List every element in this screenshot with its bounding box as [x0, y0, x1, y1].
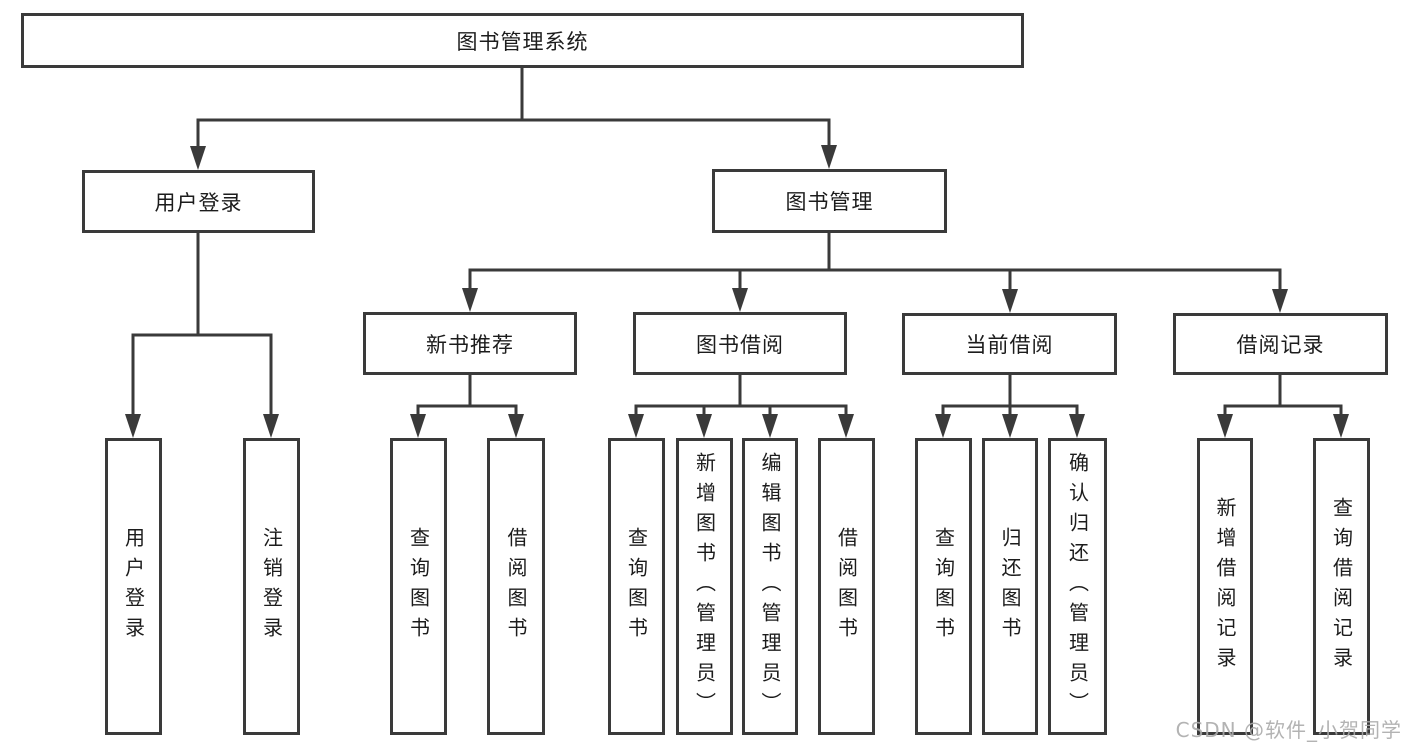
leaf-borrow-books-borrowing: 借阅图书	[818, 438, 875, 735]
leaf-logout: 注销登录	[243, 438, 300, 735]
leaf-return-books: 归还图书	[982, 438, 1038, 735]
leaf-query-books-borrowing-label: 查询图书	[624, 526, 649, 647]
leaf-add-borrow-record: 新增借阅记录	[1197, 438, 1253, 735]
leaf-query-books-recommend-label: 查询图书	[406, 526, 431, 647]
node-book-management: 图书管理	[712, 169, 947, 233]
node-book-management-label: 图书管理	[785, 190, 874, 214]
leaf-query-borrow-record: 查询借阅记录	[1313, 438, 1370, 735]
leaf-query-books-recommend: 查询图书	[390, 438, 447, 735]
node-user-login-label: 用户登录	[154, 190, 243, 215]
watermark: CSDN @软件_小贺同学	[1175, 718, 1402, 742]
node-new-book-recommendation: 新书推荐	[363, 312, 577, 375]
node-user-login: 用户登录	[82, 170, 315, 233]
leaf-add-books-admin: 新增图书（管理员）	[676, 438, 733, 735]
leaf-add-borrow-record-label: 新增借阅记录	[1213, 496, 1237, 677]
node-library-system: 图书管理系统	[21, 13, 1024, 68]
leaf-confirm-return-admin-label: 确认归还（管理员）	[1065, 451, 1090, 722]
node-current-borrowing-label: 当前借阅	[965, 333, 1054, 357]
node-borrowing-records: 借阅记录	[1173, 313, 1388, 375]
leaf-logout-label: 注销登录	[259, 526, 284, 647]
leaf-edit-books-admin-label: 编辑图书（管理员）	[758, 451, 782, 722]
leaf-confirm-return-admin: 确认归还（管理员）	[1048, 438, 1107, 735]
leaf-query-borrow-record-label: 查询借阅记录	[1329, 496, 1354, 677]
node-library-system-label: 图书管理系统	[456, 29, 589, 54]
node-current-borrowing: 当前借阅	[902, 313, 1117, 375]
leaf-borrow-books-borrowing-label: 借阅图书	[834, 526, 859, 647]
leaf-borrow-books-recommend: 借阅图书	[487, 438, 545, 735]
leaf-edit-books-admin: 编辑图书（管理员）	[742, 438, 798, 735]
node-book-borrowing: 图书借阅	[633, 312, 847, 375]
leaf-add-books-admin-label: 新增图书（管理员）	[692, 451, 717, 722]
leaf-query-books-borrowing: 查询图书	[608, 438, 665, 735]
arrowheads	[125, 145, 1349, 438]
leaf-user-login: 用户登录	[105, 438, 162, 735]
node-new-book-recommendation-label: 新书推荐	[426, 332, 514, 357]
node-borrowing-records-label: 借阅记录	[1236, 333, 1325, 357]
leaf-user-login-label: 用户登录	[121, 526, 146, 647]
leaf-borrow-books-recommend-label: 借阅图书	[504, 526, 528, 647]
node-book-borrowing-label: 图书借阅	[696, 332, 784, 357]
leaf-return-books-label: 归还图书	[998, 526, 1022, 647]
leaf-query-books-current: 查询图书	[915, 438, 972, 735]
leaf-query-books-current-label: 查询图书	[931, 526, 956, 647]
